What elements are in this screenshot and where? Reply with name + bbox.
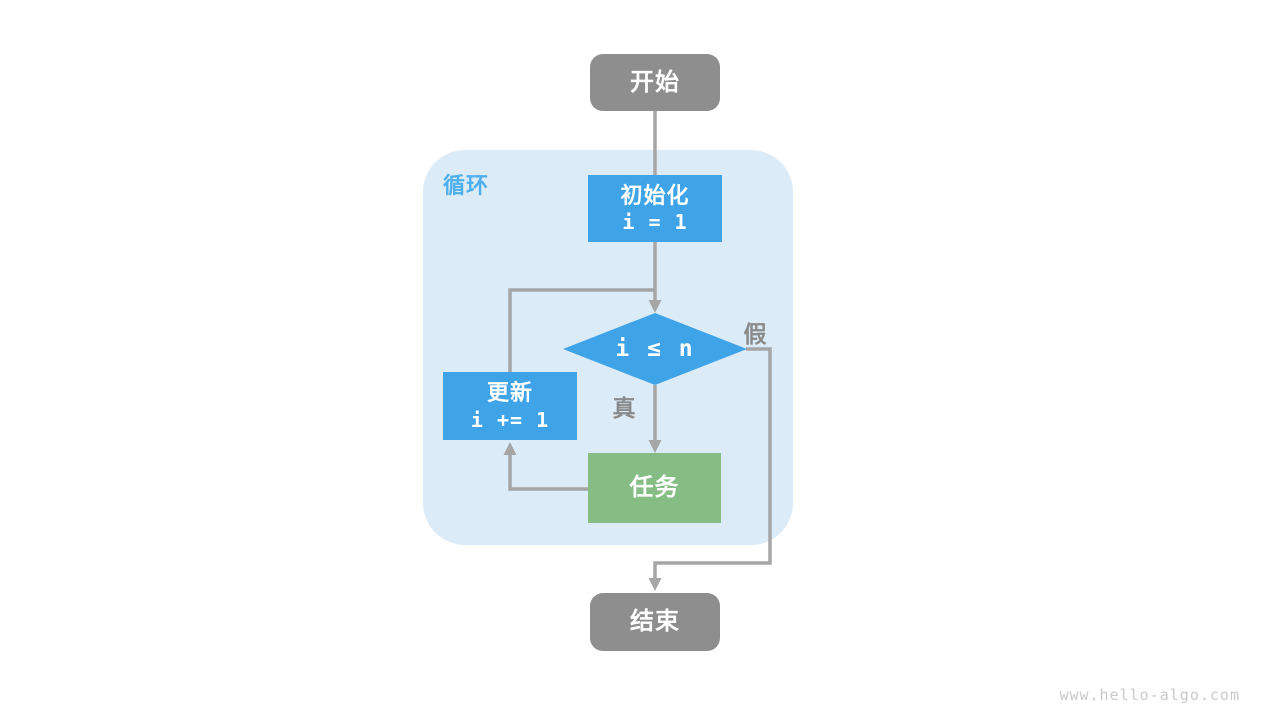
condition-diamond: [563, 313, 747, 385]
arrowhead-into-end: [648, 578, 662, 591]
end-node: 结束: [590, 593, 720, 651]
update-node: 更新 i += 1: [443, 372, 577, 440]
watermark-text: www.hello-algo.com: [1059, 686, 1240, 704]
edge-condition-to-end: [653, 347, 772, 579]
arrowhead-into-condition: [648, 300, 662, 313]
init-node: 初始化 i = 1: [588, 175, 722, 242]
condition-node-label: i ≤ n: [615, 336, 695, 362]
init-node-title: 初始化: [620, 182, 690, 208]
update-node-code: i += 1: [470, 407, 550, 432]
false-branch-label: 假: [743, 321, 767, 347]
task-node-label: 任务: [629, 474, 680, 501]
true-branch-label: 真: [612, 395, 636, 421]
loop-region-label: 循环: [443, 173, 490, 198]
end-node-label: 结束: [630, 608, 680, 635]
init-node-code: i = 1: [622, 210, 688, 235]
edge-task-to-update: [508, 455, 588, 491]
arrowhead-into-task: [648, 440, 662, 453]
arrowhead-into-update: [503, 442, 517, 455]
update-node-title: 更新: [486, 380, 533, 406]
start-node: 开始: [590, 54, 720, 111]
task-node: 任务: [588, 453, 721, 523]
edge-update-to-condition: [508, 288, 655, 372]
start-node-label: 开始: [630, 68, 680, 96]
